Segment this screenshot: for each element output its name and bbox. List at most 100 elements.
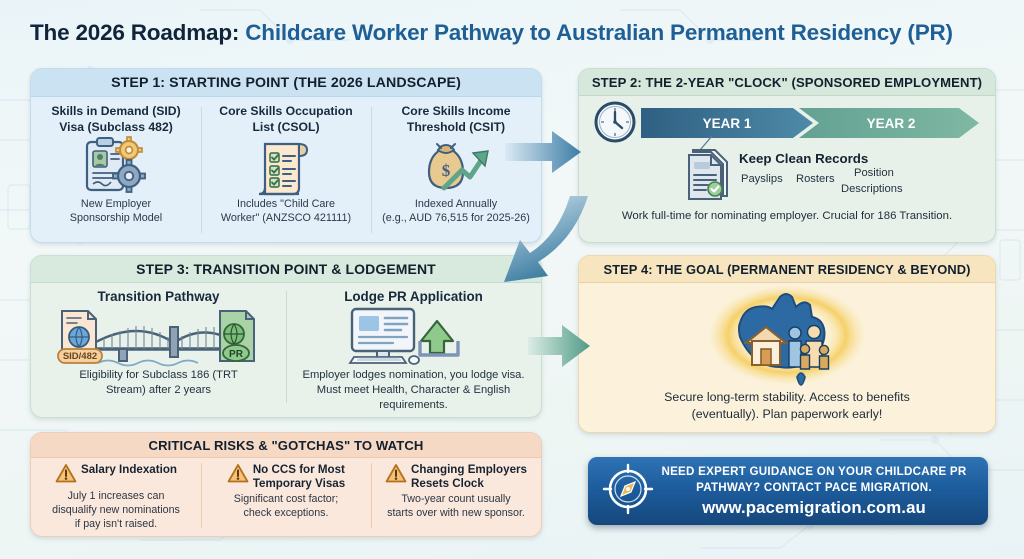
step3-card-sub-line1: Eligibility for Subclass 186 (TRT bbox=[79, 369, 238, 381]
critical-risks-panel: CRITICAL RISKS & "GOTCHAS" TO WATCH Sala… bbox=[30, 432, 542, 537]
australia-family-home-icon bbox=[579, 283, 995, 389]
step1-card-title: Core Skills Income Threshold (CSIT) bbox=[376, 104, 536, 135]
risk-item-salary-indexation: Salary Indexation July 1 increases can d… bbox=[31, 458, 201, 536]
risk-head: Salary Indexation bbox=[37, 463, 195, 488]
warning-triangle-icon bbox=[227, 463, 249, 488]
cta-line2: PATHWAY? CONTACT PACE MIGRATION. bbox=[696, 480, 932, 494]
wall-clock-icon bbox=[593, 100, 637, 149]
svg-text:SID/482: SID/482 bbox=[62, 351, 96, 362]
cta-banner[interactable]: NEED EXPERT GUIDANCE ON YOUR CHILDCARE P… bbox=[588, 457, 988, 525]
monitor-upload-icon bbox=[292, 304, 535, 368]
risk-description: July 1 increases can disqualify new nomi… bbox=[37, 490, 195, 532]
step3-header: STEP 3: TRANSITION POINT & LODGEMENT bbox=[31, 256, 541, 283]
step4-body: Secure long-term stability. Access to be… bbox=[579, 283, 995, 422]
cta-line1: NEED EXPERT GUIDANCE ON YOUR CHILDCARE P… bbox=[661, 465, 967, 479]
risk-name: No CCS for Most Temporary Visas bbox=[253, 463, 345, 491]
risk-description: Significant cost factor; check exception… bbox=[207, 493, 365, 521]
step3-card-title: Lodge PR Application bbox=[344, 289, 483, 304]
warning-triangle-icon bbox=[55, 463, 77, 488]
step3-card-sub-line2: Must meet Health, Character & English bbox=[316, 383, 511, 396]
step4-caption-line1: Secure long-term stability. Access to be… bbox=[664, 390, 910, 404]
risk-description-line1: July 1 increases can bbox=[67, 490, 165, 502]
risk-head: No CCS for Most Temporary Visas bbox=[207, 463, 365, 491]
step1-card-csit: Core Skills Income Threshold (CSIT) $ In… bbox=[371, 97, 541, 242]
step1-card-sub: Includes "Child Care Worker" (ANZSCO 421… bbox=[206, 197, 366, 225]
step2-pointer-line bbox=[699, 136, 713, 150]
step1-card-sub-line1: Includes "Child Care bbox=[236, 198, 336, 211]
page-title: The 2026 Roadmap: Childcare Worker Pathw… bbox=[30, 20, 1000, 46]
risk-item-changing-employers: Changing Employers Resets Clock Two-year… bbox=[371, 458, 541, 536]
step4-caption: Secure long-term stability. Access to be… bbox=[579, 389, 995, 422]
risk-item-no-ccs: No CCS for Most Temporary Visas Signific… bbox=[201, 458, 371, 536]
step2-year-bars: YEAR 1 YEAR 2 bbox=[641, 108, 981, 143]
cta-url: www.pacemigration.com.au bbox=[702, 497, 926, 517]
step1-card-sub-line2: Sponsorship Model bbox=[69, 212, 163, 225]
svg-text:YEAR 1: YEAR 1 bbox=[703, 116, 752, 131]
step1-panel: STEP 1: STARTING POINT (THE 2026 LANDSCA… bbox=[30, 68, 542, 243]
step3-card-sub: Employer lodges nomination, you lodge vi… bbox=[292, 368, 535, 412]
risk-name-line1: No CCS for Most bbox=[252, 463, 345, 476]
step1-card-sub-line2: Worker" (ANZSCO 421111) bbox=[220, 212, 352, 225]
svg-text:PR: PR bbox=[229, 349, 244, 360]
step2-header: STEP 2: THE 2-YEAR "CLOCK" (SPONSORED EM… bbox=[579, 69, 995, 96]
document-check-icon bbox=[685, 149, 731, 210]
risk-description-line2: disqualify new nominations bbox=[52, 503, 180, 516]
step2-tag-rosters: Rosters bbox=[796, 173, 835, 185]
step4-panel: STEP 4: THE GOAL (PERMANENT RESIDENCY & … bbox=[578, 255, 996, 433]
step2-records-title: Keep Clean Records bbox=[739, 151, 869, 166]
step3-card-sub-line2: Stream) after 2 years bbox=[105, 383, 212, 396]
risk-name-line1: Changing Employers bbox=[411, 463, 527, 476]
risk-description-line1: Two-year count usually bbox=[401, 492, 511, 505]
step1-card-sub-line1: New Employer bbox=[80, 198, 152, 211]
step3-body: Transition Pathway bbox=[31, 283, 541, 417]
step4-caption-line2: (eventually). Plan paperwork early! bbox=[691, 406, 883, 421]
clipboard-gears-icon bbox=[36, 135, 196, 197]
step1-body: Skills in Demand (SID) Visa (Subclass 48… bbox=[31, 97, 541, 242]
step1-header: STEP 1: STARTING POINT (THE 2026 LANDSCA… bbox=[31, 69, 541, 97]
step1-card-sid-visa: Skills in Demand (SID) Visa (Subclass 48… bbox=[31, 97, 201, 242]
compass-icon bbox=[602, 463, 654, 520]
step2-tag-descriptions: Descriptions bbox=[841, 183, 903, 195]
critical-risks-body: Salary Indexation July 1 increases can d… bbox=[31, 458, 541, 536]
risk-name: Salary Indexation bbox=[81, 463, 177, 477]
risk-name: Changing Employers Resets Clock bbox=[411, 463, 527, 491]
risk-description-line3: if pay isn't raised. bbox=[74, 517, 158, 530]
cta-text: NEED EXPERT GUIDANCE ON YOUR CHILDCARE P… bbox=[654, 464, 974, 518]
money-bag-growth-icon: $ bbox=[376, 135, 536, 197]
step1-card-title-line1: Core Skills Occupation bbox=[219, 104, 353, 118]
svg-text:YEAR 2: YEAR 2 bbox=[867, 116, 916, 131]
risk-head: Changing Employers Resets Clock bbox=[377, 463, 535, 491]
step3-panel: STEP 3: TRANSITION POINT & LODGEMENT Tra… bbox=[30, 255, 542, 418]
step3-card-lodge-pr: Lodge PR Application bbox=[286, 283, 541, 417]
step2-panel: STEP 2: THE 2-YEAR "CLOCK" (SPONSORED EM… bbox=[578, 68, 996, 243]
step3-card-sub: Eligibility for Subclass 186 (TRT Stream… bbox=[37, 368, 280, 398]
checklist-scroll-icon bbox=[206, 135, 366, 197]
step2-timeline: YEAR 1 YEAR 2 bbox=[579, 96, 995, 150]
step1-card-title-line2: Visa (Subclass 482) bbox=[59, 119, 173, 134]
step2-tag-payslips: Payslips bbox=[741, 173, 783, 185]
warning-triangle-icon bbox=[385, 463, 407, 488]
step1-card-sub: Indexed Annually (e.g., AUD 76,515 for 2… bbox=[376, 197, 536, 225]
risk-description: Two-year count usually starts over with … bbox=[377, 493, 535, 521]
step1-card-title-line1: Core Skills Income bbox=[401, 104, 511, 118]
step1-card-title: Core Skills Occupation List (CSOL) bbox=[206, 104, 366, 135]
step1-card-title-line2: Threshold (CSIT) bbox=[406, 119, 506, 134]
step1-card-title-line2: List (CSOL) bbox=[252, 119, 320, 134]
step1-card-sub-line2: (e.g., AUD 76,515 for 2025-26) bbox=[382, 212, 530, 225]
step2-footnote: Work full-time for nominating employer. … bbox=[621, 210, 953, 222]
step1-card-title: Skills in Demand (SID) Visa (Subclass 48… bbox=[36, 104, 196, 135]
step1-card-sub-line1: Indexed Annually bbox=[414, 198, 498, 211]
step3-card-sub-line1: Employer lodges nomination, you lodge vi… bbox=[302, 369, 525, 381]
step2-tag-position: Position bbox=[854, 167, 894, 179]
risk-name-line1: Salary Indexation bbox=[80, 463, 177, 476]
risk-name-line2: Temporary Visas bbox=[252, 476, 346, 490]
risk-description-line2: check exceptions. bbox=[243, 506, 329, 519]
step3-card-sub-line3: requirements. bbox=[379, 398, 448, 411]
bridge-passport-icon: SID/482 PR bbox=[37, 304, 280, 368]
step1-card-csol: Core Skills Occupation List (CSOL) bbox=[201, 97, 371, 242]
risk-description-line2: starts over with new sponsor. bbox=[387, 506, 525, 519]
step2-records: Keep Clean Records Payslips Rosters Posi… bbox=[579, 148, 995, 210]
step3-card-transition-pathway: Transition Pathway bbox=[31, 283, 286, 417]
risk-description-line1: Significant cost factor; bbox=[233, 492, 339, 505]
page-title-lead: The 2026 Roadmap: bbox=[30, 20, 240, 45]
